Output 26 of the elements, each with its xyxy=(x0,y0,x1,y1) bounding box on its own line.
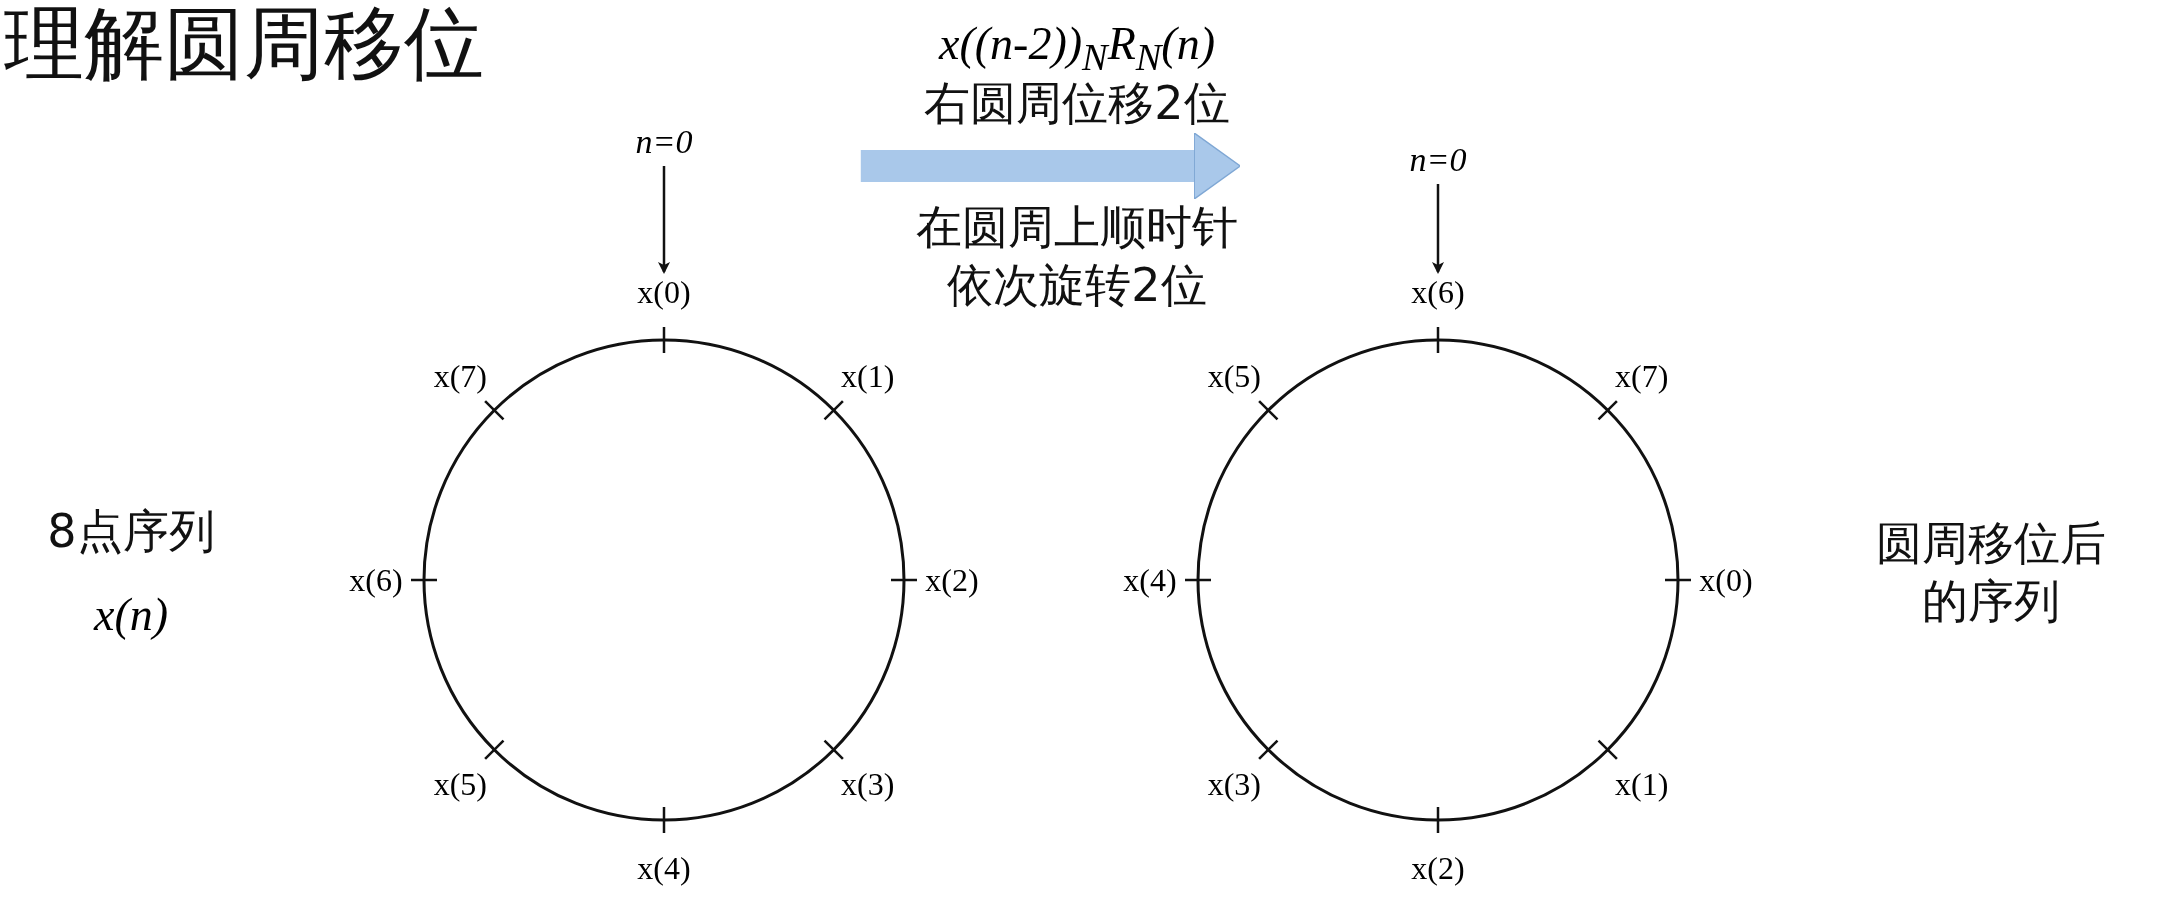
tick-label: x(4) xyxy=(637,849,691,887)
tick-label: x(0) xyxy=(1699,561,1753,599)
side-label: x(n) xyxy=(93,587,169,641)
tick-label: x(7) xyxy=(433,357,487,395)
tick-label: x(3) xyxy=(841,765,895,803)
node-label: n=0 xyxy=(635,123,693,161)
tick-label: x(5) xyxy=(1207,357,1261,395)
tick-label: x(2) xyxy=(1411,849,1465,887)
tick-label: x(3) xyxy=(1207,765,1261,803)
side-label: 8点序列 xyxy=(47,503,215,561)
tick-label: x(5) xyxy=(433,765,487,803)
tick-label: x(7) xyxy=(1615,357,1669,395)
tick-label: x(6) xyxy=(349,561,403,599)
arrow xyxy=(658,166,670,274)
block-arrow xyxy=(860,132,1241,200)
node-label: n=0 xyxy=(1409,141,1467,179)
arrow xyxy=(1432,184,1444,274)
tick-label: x(1) xyxy=(1615,765,1669,803)
tick-label: x(6) xyxy=(1411,273,1465,311)
tick-label: x(2) xyxy=(925,561,979,599)
tick-label: x(1) xyxy=(841,357,895,395)
tick-label: x(4) xyxy=(1123,561,1177,599)
annotation-text: 在圆周上顺时针依次旋转2位 xyxy=(915,198,1239,313)
title: 理解圆周移位 xyxy=(4,0,484,88)
tick-label: x(0) xyxy=(637,273,691,311)
side-label: 圆周移位后的序列 xyxy=(1875,514,2107,629)
